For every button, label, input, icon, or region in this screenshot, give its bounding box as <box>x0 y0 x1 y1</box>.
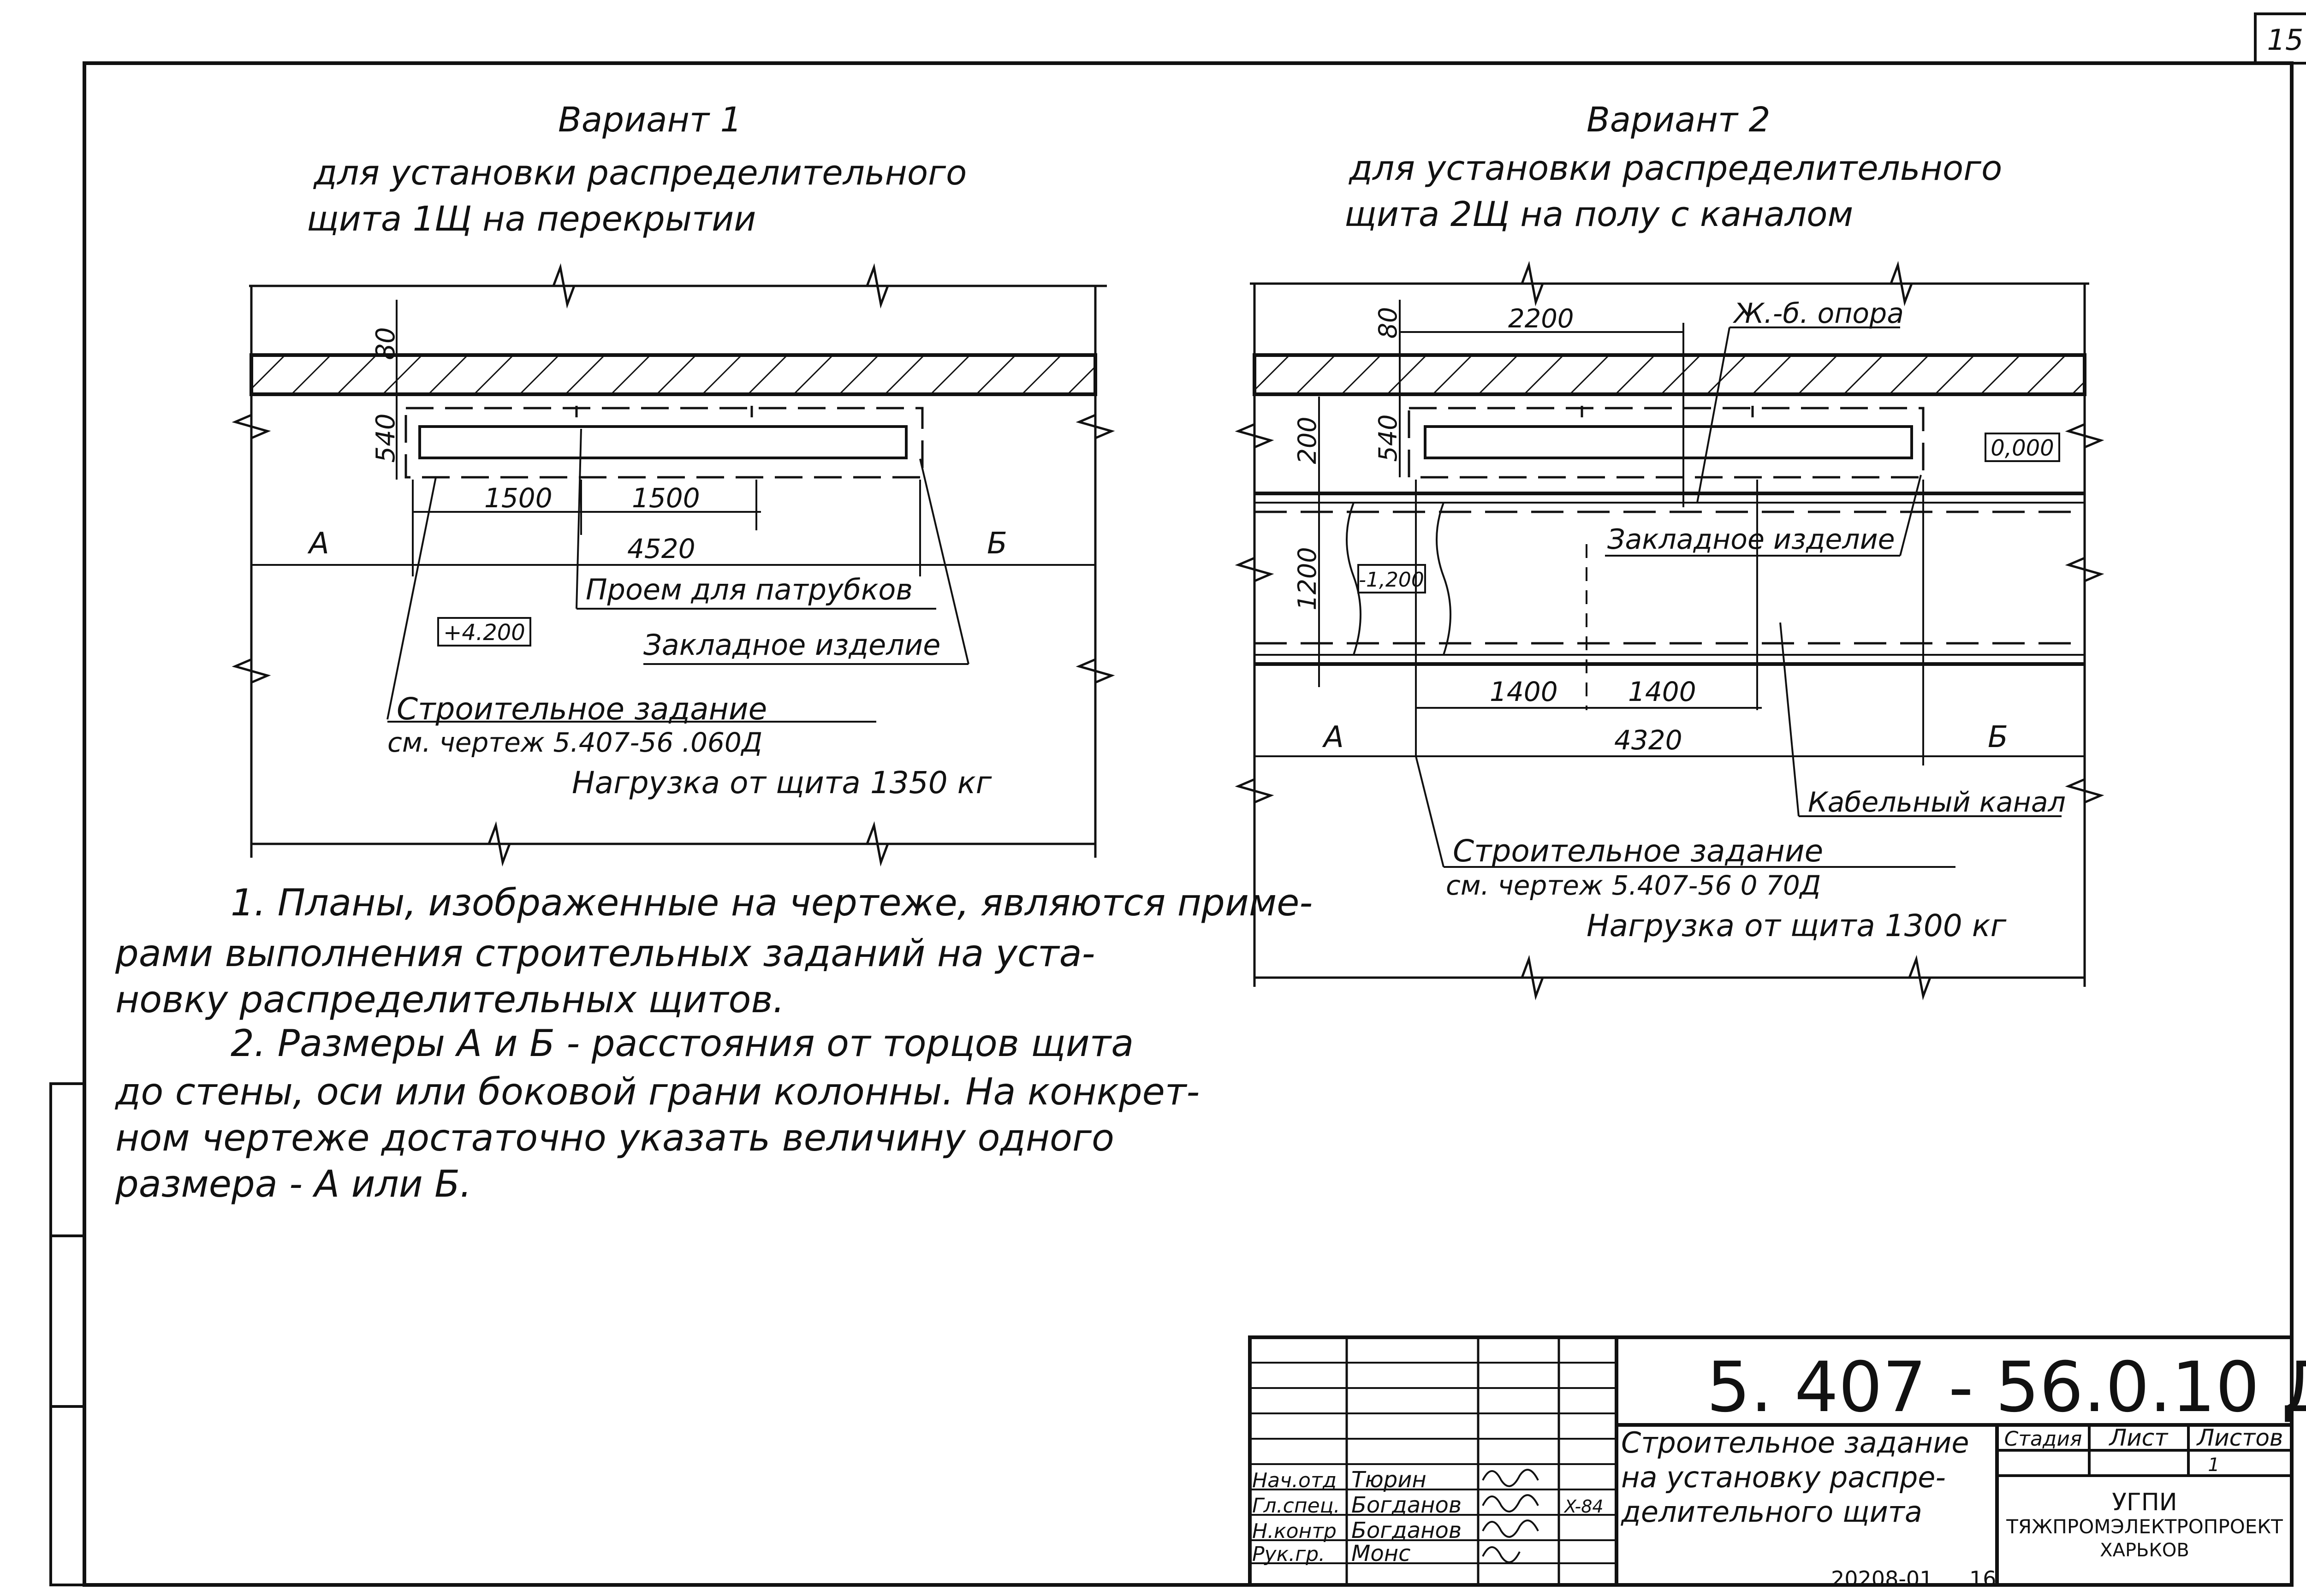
variant2-dim-540: 540 <box>1373 414 1403 462</box>
note2-line1: 2. Размеры А и Б - расстояния от торцов … <box>231 1022 1134 1065</box>
title-block: Нач.отд Тюрин Гл.спец. Богданов X-84 Н.к… <box>1248 1335 2306 1587</box>
variant1-level-mark: +4.200 <box>443 620 525 646</box>
variant2-subtitle-1: для установки распределительного <box>1348 148 2002 188</box>
variant2-level-mark: 0,000 <box>1991 435 2054 461</box>
variant2-dim-1400b: 1400 <box>1628 676 1696 707</box>
org-line3: ХАРЬКОВ <box>2100 1540 2189 1561</box>
variant1-opening-label: Проем для патрубков <box>586 573 913 606</box>
name-4: Монс <box>1351 1541 1411 1566</box>
sheets-value: 1 <box>2208 1454 2219 1476</box>
variant2-cable-channel-label: Кабельный канал <box>1808 786 2066 819</box>
variant1-dim-80: 80 <box>371 327 401 360</box>
role-4: Рук.гр. <box>1252 1543 1325 1566</box>
variant2-dim-80: 80 <box>1373 307 1403 339</box>
variant2-title: Вариант 2 <box>1587 100 1771 140</box>
variant2-level-box <box>1985 433 2060 462</box>
name-1: Тюрин <box>1351 1467 1426 1493</box>
signature-4 <box>1482 1546 1521 1563</box>
description-l1: Строительное задание <box>1621 1426 1969 1460</box>
description-l2: на установку распре- <box>1621 1460 1946 1494</box>
name-3: Богданов <box>1351 1518 1462 1543</box>
variant1-title: Вариант 1 <box>558 100 742 140</box>
name-2: Богданов <box>1351 1492 1462 1518</box>
variant2-board <box>1424 425 1913 459</box>
variant2-label-a: А <box>1322 720 1344 754</box>
sheet-number-box <box>2254 12 2306 65</box>
note2-line2: до стены, оси или боковой грани колонны.… <box>114 1070 1200 1113</box>
variant1-task-label: Строительное задание <box>397 691 767 727</box>
role-1: Нач.отд <box>1252 1469 1337 1492</box>
description-l3: делительного щита <box>1621 1495 1922 1529</box>
note1-line1: 1. Планы, изображенные на чертеже, являю… <box>231 881 1313 924</box>
variant2-slab <box>1253 353 2086 396</box>
sheet-number: 15 <box>2267 23 2304 57</box>
binding-strip <box>49 1082 86 1586</box>
variant2-dim-1200: 1200 <box>1293 547 1322 610</box>
variant1-slab <box>250 353 1097 396</box>
signature-1 <box>1482 1469 1539 1487</box>
note1-line3: новку распределительных щитов. <box>115 978 785 1021</box>
variant1-subtitle-2: щита 1Щ на перекрытии <box>307 199 756 239</box>
variant2-task-ref: см. чертеж 5.407-56 0 70Д <box>1446 870 1821 901</box>
signature-2 <box>1482 1494 1539 1513</box>
note2-line3: ном чертеже достаточно указать величину … <box>115 1116 1114 1159</box>
variant1-dim-1500b: 1500 <box>632 482 700 514</box>
stage-header: Стадия <box>2004 1427 2082 1451</box>
variant2-task-label: Строительное задание <box>1453 833 1823 869</box>
signature-3 <box>1482 1519 1539 1538</box>
variant1-subtitle-1: для установки распределительного <box>313 153 967 193</box>
variant2-dim-200: 200 <box>1293 416 1322 464</box>
variant1-dim-1500a: 1500 <box>484 482 553 514</box>
notes-group: 1. Планы, изображенные на чертеже, являю… <box>114 881 1313 1205</box>
variant1-group: Вариант 1 для установки распределительно… <box>232 100 1115 867</box>
sheet-frame <box>83 61 2294 1587</box>
variant2-channel-level: -1,200 <box>1359 568 1424 592</box>
doc-code: 5. 407 - 56.0.10 Д <box>1706 1347 2306 1428</box>
variant2-dim-4320: 4320 <box>1614 724 1682 756</box>
variant2-group: Вариант 2 для установки распределительно… <box>1235 100 2104 1001</box>
variant1-dim-540: 540 <box>371 414 401 463</box>
org-line1: УГПИ <box>2112 1489 2177 1516</box>
sheet-header: Лист <box>2109 1424 2169 1451</box>
variant1-task-ref: см. чертеж 5.407-56 .060Д <box>387 727 762 758</box>
note1-line2: рами выполнения строительных заданий на … <box>115 932 1095 975</box>
variant1-label-a: А <box>307 527 329 561</box>
variant2-label-b: Б <box>1988 720 2008 754</box>
variant2-support-label: Ж.-б. опора <box>1732 297 1904 330</box>
variant2-load-label: Нагрузка от щита 1300 кг <box>1587 908 2007 943</box>
variant1-level-box <box>437 617 531 647</box>
variant1-label-b: Б <box>987 527 1007 561</box>
variant2-embedded-label: Закладное изделие <box>1607 523 1895 556</box>
variant1-load-label: Нагрузка от щита 1350 кг <box>572 765 992 801</box>
date-2: X-84 <box>1563 1496 1604 1517</box>
variant1-embedded-label: Закладное изделие <box>643 628 940 662</box>
footer-page-number: 16 <box>1969 1566 1997 1591</box>
role-2: Гл.спец. <box>1252 1494 1340 1518</box>
org-line2: ТЯЖПРОМЭЛЕКТРОПРОЕКТ <box>2006 1515 2283 1538</box>
role-3: Н.контр <box>1252 1519 1337 1543</box>
variant2-subtitle-2: щита 2Щ на полу с каналом <box>1344 195 1853 234</box>
variant2-channel-level-box <box>1357 564 1426 593</box>
sheets-header: Листов <box>2196 1424 2283 1451</box>
variant1-dim-4520: 4520 <box>627 533 695 564</box>
variant2-dim-1400a: 1400 <box>1490 676 1558 707</box>
variant1-board <box>418 425 908 459</box>
archive-number: 20208-01 <box>1831 1566 1933 1591</box>
variant2-dim-2200: 2200 <box>1508 304 1574 334</box>
note2-line4: размера - А или Б. <box>115 1163 471 1205</box>
